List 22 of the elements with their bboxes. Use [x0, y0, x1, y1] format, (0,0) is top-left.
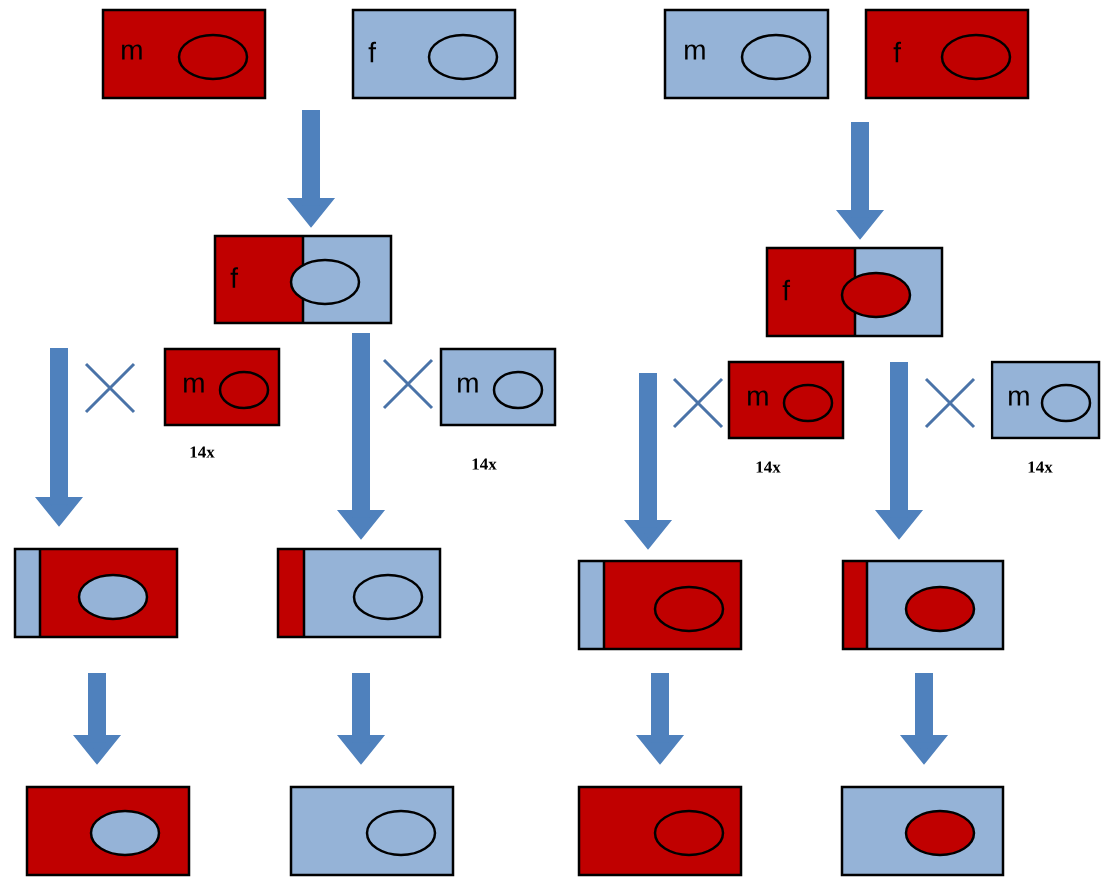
- cell-box: m: [101, 8, 267, 100]
- cell-box: f: [351, 8, 517, 100]
- cell-box: [840, 785, 1005, 877]
- count-label: 14x: [190, 446, 215, 458]
- cell-box: [25, 785, 191, 877]
- count-label: 14x: [1028, 461, 1053, 473]
- cell-box: m: [663, 8, 830, 100]
- cell-box: f: [213, 234, 393, 325]
- cell-box: [289, 785, 455, 877]
- cell-box: [13, 547, 179, 639]
- count-label: 14x: [472, 458, 497, 470]
- cell-box: m: [163, 347, 281, 427]
- cell-box: m: [727, 360, 845, 440]
- cell-box: f: [765, 246, 944, 338]
- cell-box: m: [439, 347, 557, 427]
- cell-box: [577, 785, 743, 877]
- cell-box: [276, 547, 442, 639]
- cell-box: f: [864, 8, 1030, 100]
- cell-box: m: [990, 360, 1101, 440]
- count-label: 14x: [756, 461, 781, 473]
- cell-box: [841, 559, 1005, 651]
- cell-box: [577, 559, 743, 651]
